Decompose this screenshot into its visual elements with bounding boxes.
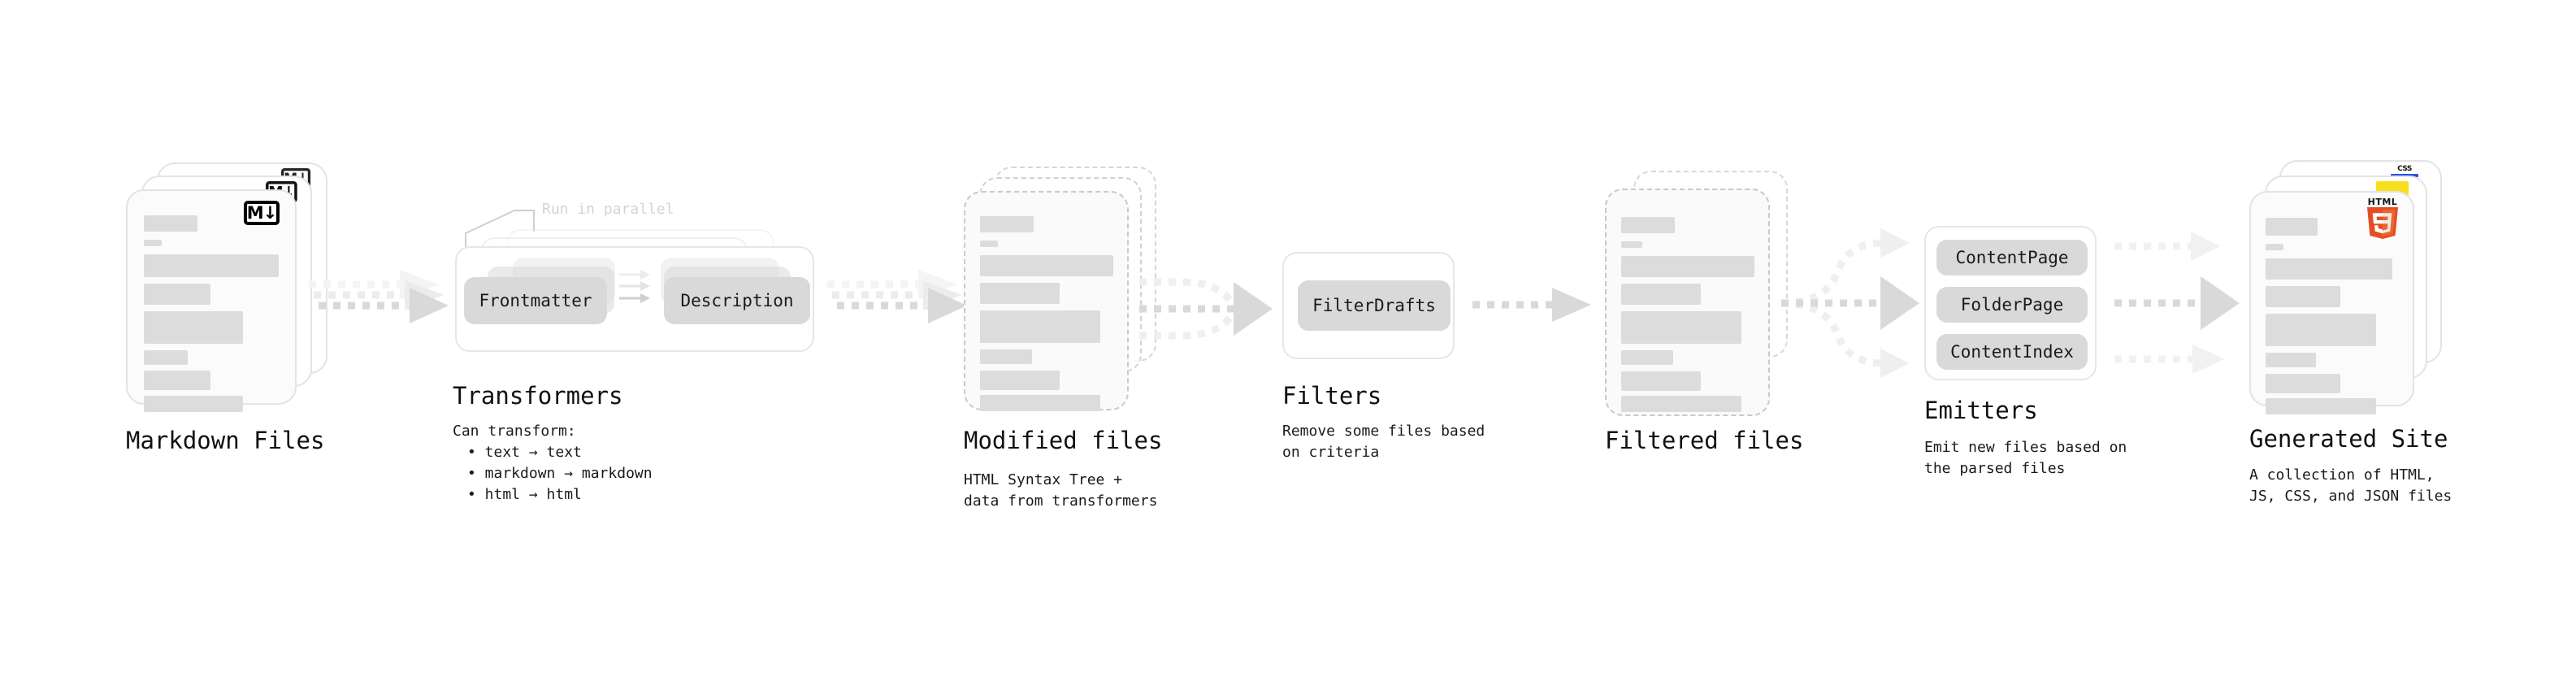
filters-caption: Filters: [1282, 382, 1382, 410]
filtered-file-card-front: [1605, 189, 1770, 416]
connector-emitters-to-site: [2114, 232, 2240, 374]
transformer-chip-frontmatter[interactable]: Frontmatter: [464, 277, 607, 324]
connector-filters-to-filtered: [1472, 288, 1591, 322]
transformers-bullet-1: • markdown → markdown: [467, 465, 653, 482]
emitters-box: ContentPage FolderPage ContentIndex: [1924, 226, 2097, 380]
emitters-caption: Emitters: [1924, 397, 2038, 424]
connector-filtered-to-emitters: [1780, 228, 1919, 378]
modified-files-stack: [964, 167, 1167, 427]
emitters-chip-folderpage[interactable]: FolderPage: [1936, 287, 2088, 323]
html5-icon: HTML: [2364, 197, 2401, 240]
connector-modified-to-filters: [1139, 278, 1273, 340]
filters-subtext: Remove some files based on criteria: [1282, 423, 1485, 461]
transformers-caption: Transformers: [453, 382, 623, 410]
generated-site-card-html: HTML: [2249, 191, 2414, 414]
connector-transformers-to-modified: [827, 270, 967, 323]
generated-site-subtext: A collection of HTML, JS, CSS, and JSON …: [2249, 466, 2452, 505]
filtered-files-caption: Filtered files: [1605, 427, 1804, 454]
emitters-subtext: Emit new files based on the parsed files: [1924, 439, 2127, 477]
transformers-bullet-0: • text → text: [467, 444, 582, 461]
generated-site-stack: CSS HTML: [2249, 160, 2461, 428]
filters-chip-filterdrafts[interactable]: FilterDrafts: [1298, 280, 1451, 331]
filtered-file-placeholder-lines: [1607, 190, 1768, 414]
generated-site-caption: Generated Site: [2249, 425, 2448, 453]
transformers-bullet-2: • html → html: [467, 486, 582, 503]
markdown-files-stack: M↓ M↓ M↓: [126, 163, 329, 423]
modified-file-card-front: [964, 191, 1129, 411]
transformers-group: Run in parallel Frontmatter Description: [451, 191, 833, 370]
emitters-chip-contentindex[interactable]: ContentIndex: [1936, 334, 2088, 370]
transformers-subtext-heading: Can transform:: [453, 423, 576, 440]
modified-files-caption: Modified files: [964, 427, 1163, 454]
filtered-files-stack: [1605, 171, 1808, 431]
markdown-file-placeholder-lines: [128, 191, 295, 412]
emitters-chip-contentpage[interactable]: ContentPage: [1936, 240, 2088, 275]
run-in-parallel-bracket: [465, 210, 535, 254]
modified-file-placeholder-lines: [965, 193, 1127, 411]
markdown-icon: M↓: [244, 201, 280, 225]
generated-site-placeholder-lines: [2251, 193, 2413, 414]
run-in-parallel-label: Run in parallel: [542, 201, 674, 218]
filters-box: FilterDrafts: [1282, 252, 1455, 359]
markdown-file-card-front: M↓: [126, 189, 297, 412]
transformer-chip-description[interactable]: Description: [664, 277, 810, 324]
connector-markdown-to-transformers: [309, 270, 449, 323]
markdown-files-caption: Markdown Files: [126, 427, 325, 454]
modified-files-subtext: HTML Syntax Tree + data from transformer…: [964, 471, 1158, 510]
transformer-inner-arrows: [619, 270, 650, 303]
